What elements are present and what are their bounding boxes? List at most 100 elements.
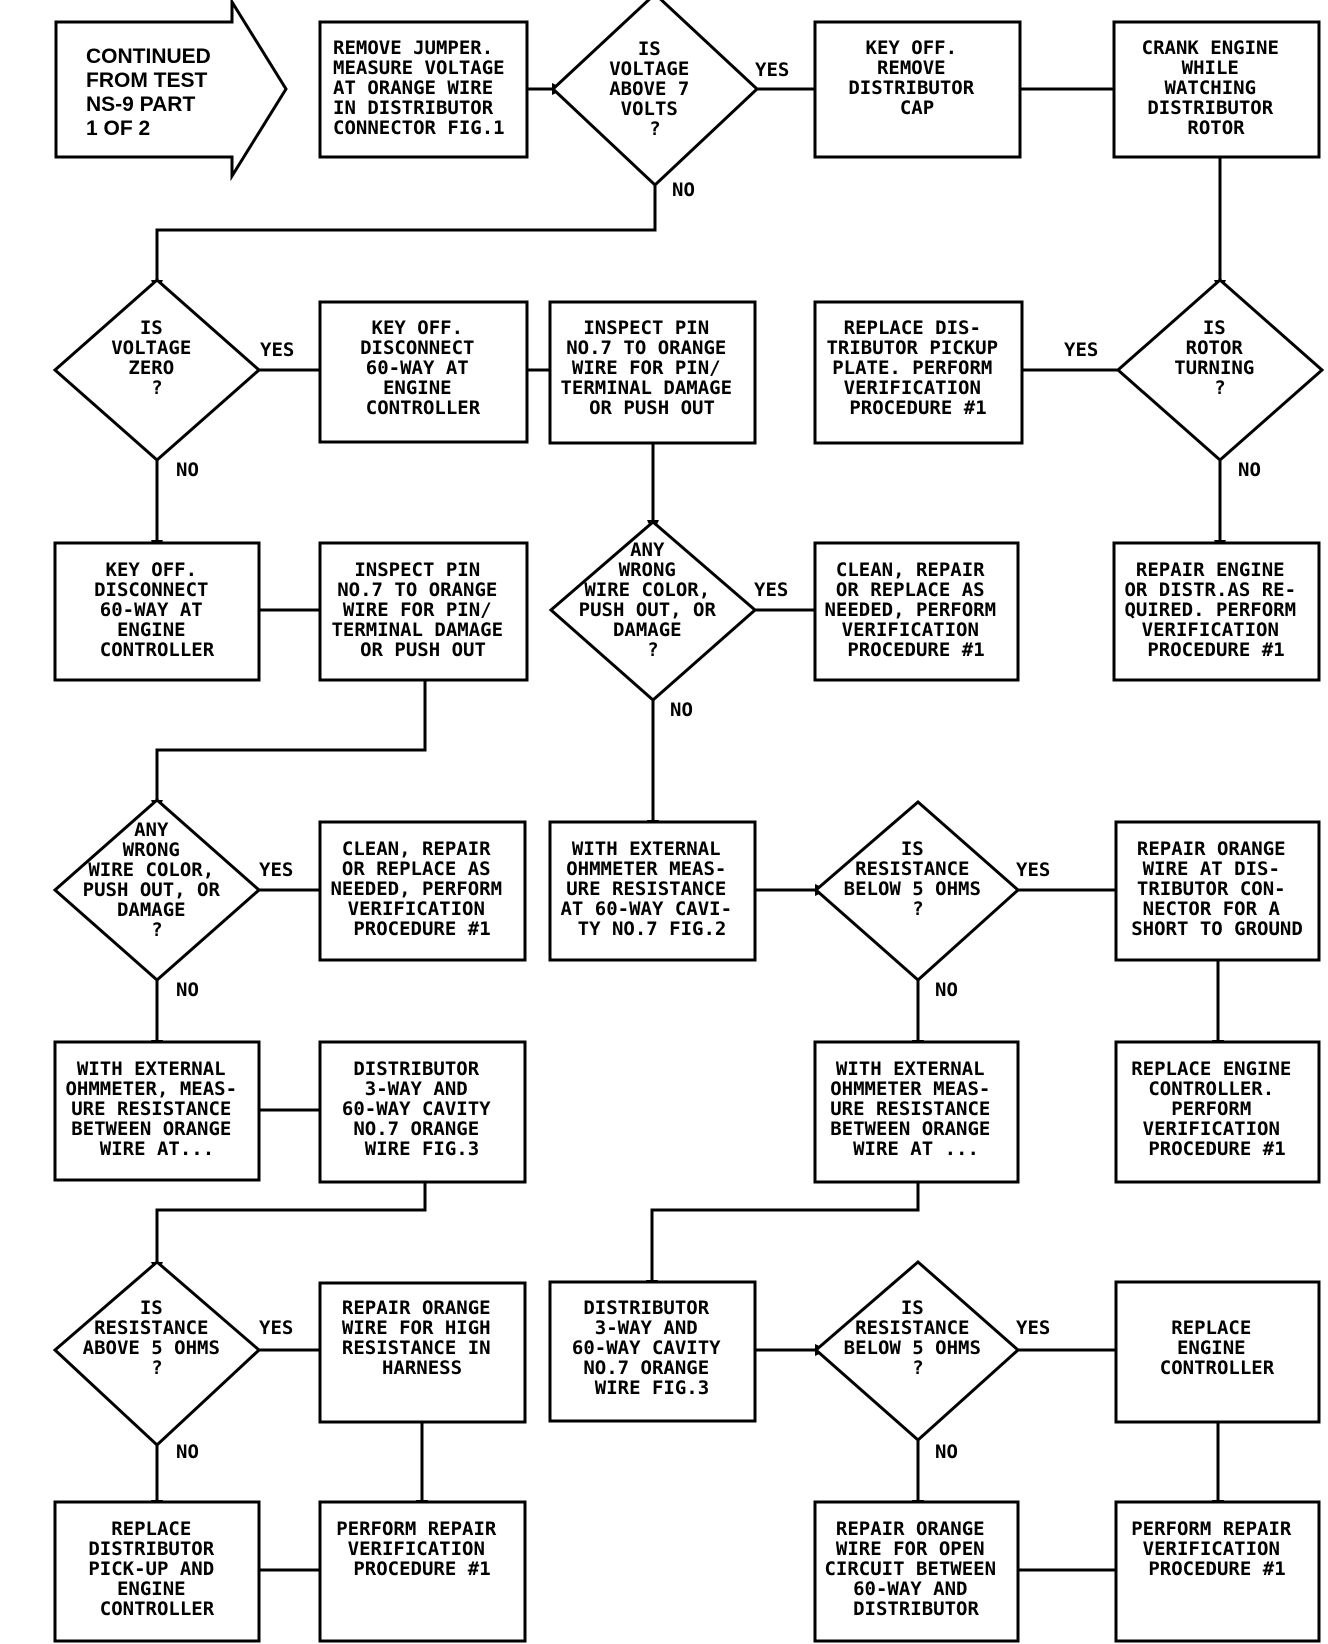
node-label-line: CONTROLLER xyxy=(1160,1357,1275,1379)
node-label-line: REPAIR ORANGE xyxy=(342,1297,491,1319)
node-label-line: VOLTS xyxy=(621,98,678,120)
step-repair-high-resistance: REPAIR ORANGE WIRE FOR HIGH RESISTANCE I… xyxy=(342,1297,502,1379)
step-crank-engine: CRANK ENGINE WHILE WATCHING DISTRIBUTOR … xyxy=(1142,37,1291,139)
node-label-line: BETWEEN ORANGE xyxy=(71,1118,231,1140)
process-box xyxy=(1112,541,1321,682)
node-label-line: QUIRED. PERFORM xyxy=(1124,599,1296,621)
start-label-line: FROM TEST xyxy=(86,69,207,92)
node-label-line: ? xyxy=(1214,377,1225,399)
node-label-line: ZERO xyxy=(128,357,174,379)
node-label-line: ENGINE xyxy=(117,619,186,641)
node-label-line: KEY OFF. xyxy=(106,559,198,581)
node-label-line: 60-WAY AT xyxy=(366,357,469,379)
node-label-line: OHMMETER MEAS- xyxy=(830,1078,990,1100)
node-label-line: ANY xyxy=(134,819,169,841)
decision-diamond xyxy=(1115,277,1325,463)
decision-wrong-wire-color: ANY WRONG WIRE COLOR, PUSH OUT, OR DAMAG… xyxy=(83,819,232,941)
process-box xyxy=(318,820,527,962)
node-label-line: VOLTAGE xyxy=(609,58,689,80)
node-label-line: NECTOR FOR A xyxy=(1143,898,1281,920)
node-label-line: ? xyxy=(647,639,658,661)
node-label-line: IS xyxy=(140,1297,163,1319)
process-box xyxy=(318,541,529,682)
node-label-line: TURNING xyxy=(1174,357,1254,379)
node-label-line: ENGINE xyxy=(383,377,452,399)
node-label-line: VERIFICATION xyxy=(1142,619,1279,641)
node-label-line: CAP xyxy=(900,97,934,119)
node-label-line: IN DISTRIBUTOR xyxy=(333,97,494,119)
node-label-line: DISTRIBUTOR xyxy=(848,77,974,99)
process-box xyxy=(1114,820,1321,962)
node-label-line: ? xyxy=(151,1357,162,1379)
node-label-line: ENGINE xyxy=(1177,1337,1246,1359)
node-label-line: INSPECT PIN xyxy=(583,317,709,339)
node-label-line: RESISTANCE xyxy=(855,1317,969,1339)
node-label-line: 60-WAY CAVITY xyxy=(572,1337,721,1359)
no-label: NO xyxy=(1238,459,1261,481)
node-label-line: PROCEDURE #1 xyxy=(1148,1138,1285,1160)
step-inspect-pin: INSPECT PIN NO.7 TO ORANGE WIRE FOR PIN/… xyxy=(331,559,514,661)
step-remove-jumper: REMOVE JUMPER. MEASURE VOLTAGE AT ORANGE… xyxy=(333,37,516,139)
node-label-line: DAMAGE xyxy=(613,619,682,641)
node-label-line: WIRE FOR HIGH xyxy=(342,1317,491,1339)
no-label: NO xyxy=(176,459,199,481)
node-label-line: IS xyxy=(1203,317,1226,339)
step-replace-engine-controller: REPLACE ENGINE CONTROLLER. PERFORM VERIF… xyxy=(1131,1058,1303,1160)
node-label-line: ? xyxy=(912,1357,923,1379)
node-label-line: CRANK ENGINE xyxy=(1142,37,1279,59)
step-replace-engine-controller: REPLACE ENGINE CONTROLLER xyxy=(1160,1317,1275,1379)
node-label-line: ? xyxy=(912,898,923,920)
yes-label: YES xyxy=(1064,339,1098,361)
node-label-line: ? xyxy=(649,118,660,140)
node-label-line: 60-WAY CAVITY xyxy=(342,1098,491,1120)
node-label-line: VERIFICATION xyxy=(348,898,485,920)
node-label-line: HARNESS xyxy=(382,1357,462,1379)
process-box xyxy=(53,1040,261,1182)
node-label-line: IS xyxy=(901,838,924,860)
node-label-line: REPAIR ORANGE xyxy=(836,1518,985,1540)
node-label-line: CONTROLLER xyxy=(100,1598,215,1620)
node-label-line: CONTROLLER. xyxy=(1148,1078,1274,1100)
step-repair-open-circuit: REPAIR ORANGE WIRE FOR OPEN CIRCUIT BETW… xyxy=(824,1518,1007,1620)
node-label-line: DAMAGE xyxy=(117,899,186,921)
process-box xyxy=(53,541,261,682)
start-label-line: NS-9 PART xyxy=(86,93,195,116)
decision-voltage-zero: IS VOLTAGE ZERO ? xyxy=(111,317,203,399)
node-label-line: WIRE FIG.3 xyxy=(365,1138,479,1160)
no-label: NO xyxy=(670,699,693,721)
node-label-line: WITH EXTERNAL xyxy=(836,1058,985,1080)
node-label-line: 3-WAY AND xyxy=(595,1317,698,1339)
node-label-line: NO.7 ORANGE xyxy=(353,1118,479,1140)
step-distributor-3way: DISTRIBUTOR 3-WAY AND 60-WAY CAVITY NO.7… xyxy=(342,1058,502,1160)
yes-label: YES xyxy=(259,1317,293,1339)
node-label-line: WIRE AT ... xyxy=(853,1138,979,1160)
node-label-line: BELOW 5 OHMS xyxy=(844,878,981,900)
node-label-line: TERMINAL DAMAGE xyxy=(560,377,732,399)
node-label-line: OR DISTR.AS RE- xyxy=(1124,579,1296,601)
node-label-line: VOLTAGE xyxy=(111,337,191,359)
node-label-line: WIRE FOR PIN/ xyxy=(343,599,492,621)
node-label-line: OR REPLACE AS xyxy=(836,579,985,601)
decision-resistance-below-5: IS RESISTANCE BELOW 5 OHMS ? xyxy=(844,838,993,920)
node-label-line: PROCEDURE #1 xyxy=(1148,1558,1285,1580)
node-label-line: KEY OFF. xyxy=(866,37,958,59)
node-label-line: AT 60-WAY CAVI- xyxy=(560,898,732,920)
yes-label: YES xyxy=(1016,859,1050,881)
process-box xyxy=(53,1500,261,1643)
step-perform-repair-verification: PERFORM REPAIR VERIFICATION PROCEDURE #1 xyxy=(1131,1518,1303,1580)
connectors xyxy=(155,87,1222,1572)
step-replace-pickup-and-controller: REPLACE DISTRIBUTOR PICK-UP AND ENGINE C… xyxy=(88,1518,225,1620)
node-label-line: ANY xyxy=(630,539,665,561)
process-box xyxy=(1114,1280,1321,1424)
node-label-line: DISCONNECT xyxy=(94,579,208,601)
step-clean-repair: CLEAN, REPAIR OR REPLACE AS NEEDED, PERF… xyxy=(824,559,1007,661)
node-label-line: ? xyxy=(151,919,162,941)
node-label-line: VERIFICATION xyxy=(348,1538,485,1560)
node-label-line: OHMMETER, MEAS- xyxy=(65,1078,237,1100)
step-ohmmeter-cavity-7: WITH EXTERNAL OHMMETER MEAS- URE RESISTA… xyxy=(560,838,743,940)
node-label-line: NEEDED, PERFORM xyxy=(824,599,996,621)
node-label-line: CONNECTOR FIG.1 xyxy=(333,117,505,139)
node-label-line: ENGINE xyxy=(117,1578,186,1600)
decision-resistance-above-5: IS RESISTANCE ABOVE 5 OHMS ? xyxy=(83,1297,232,1379)
process-box xyxy=(318,1040,527,1184)
